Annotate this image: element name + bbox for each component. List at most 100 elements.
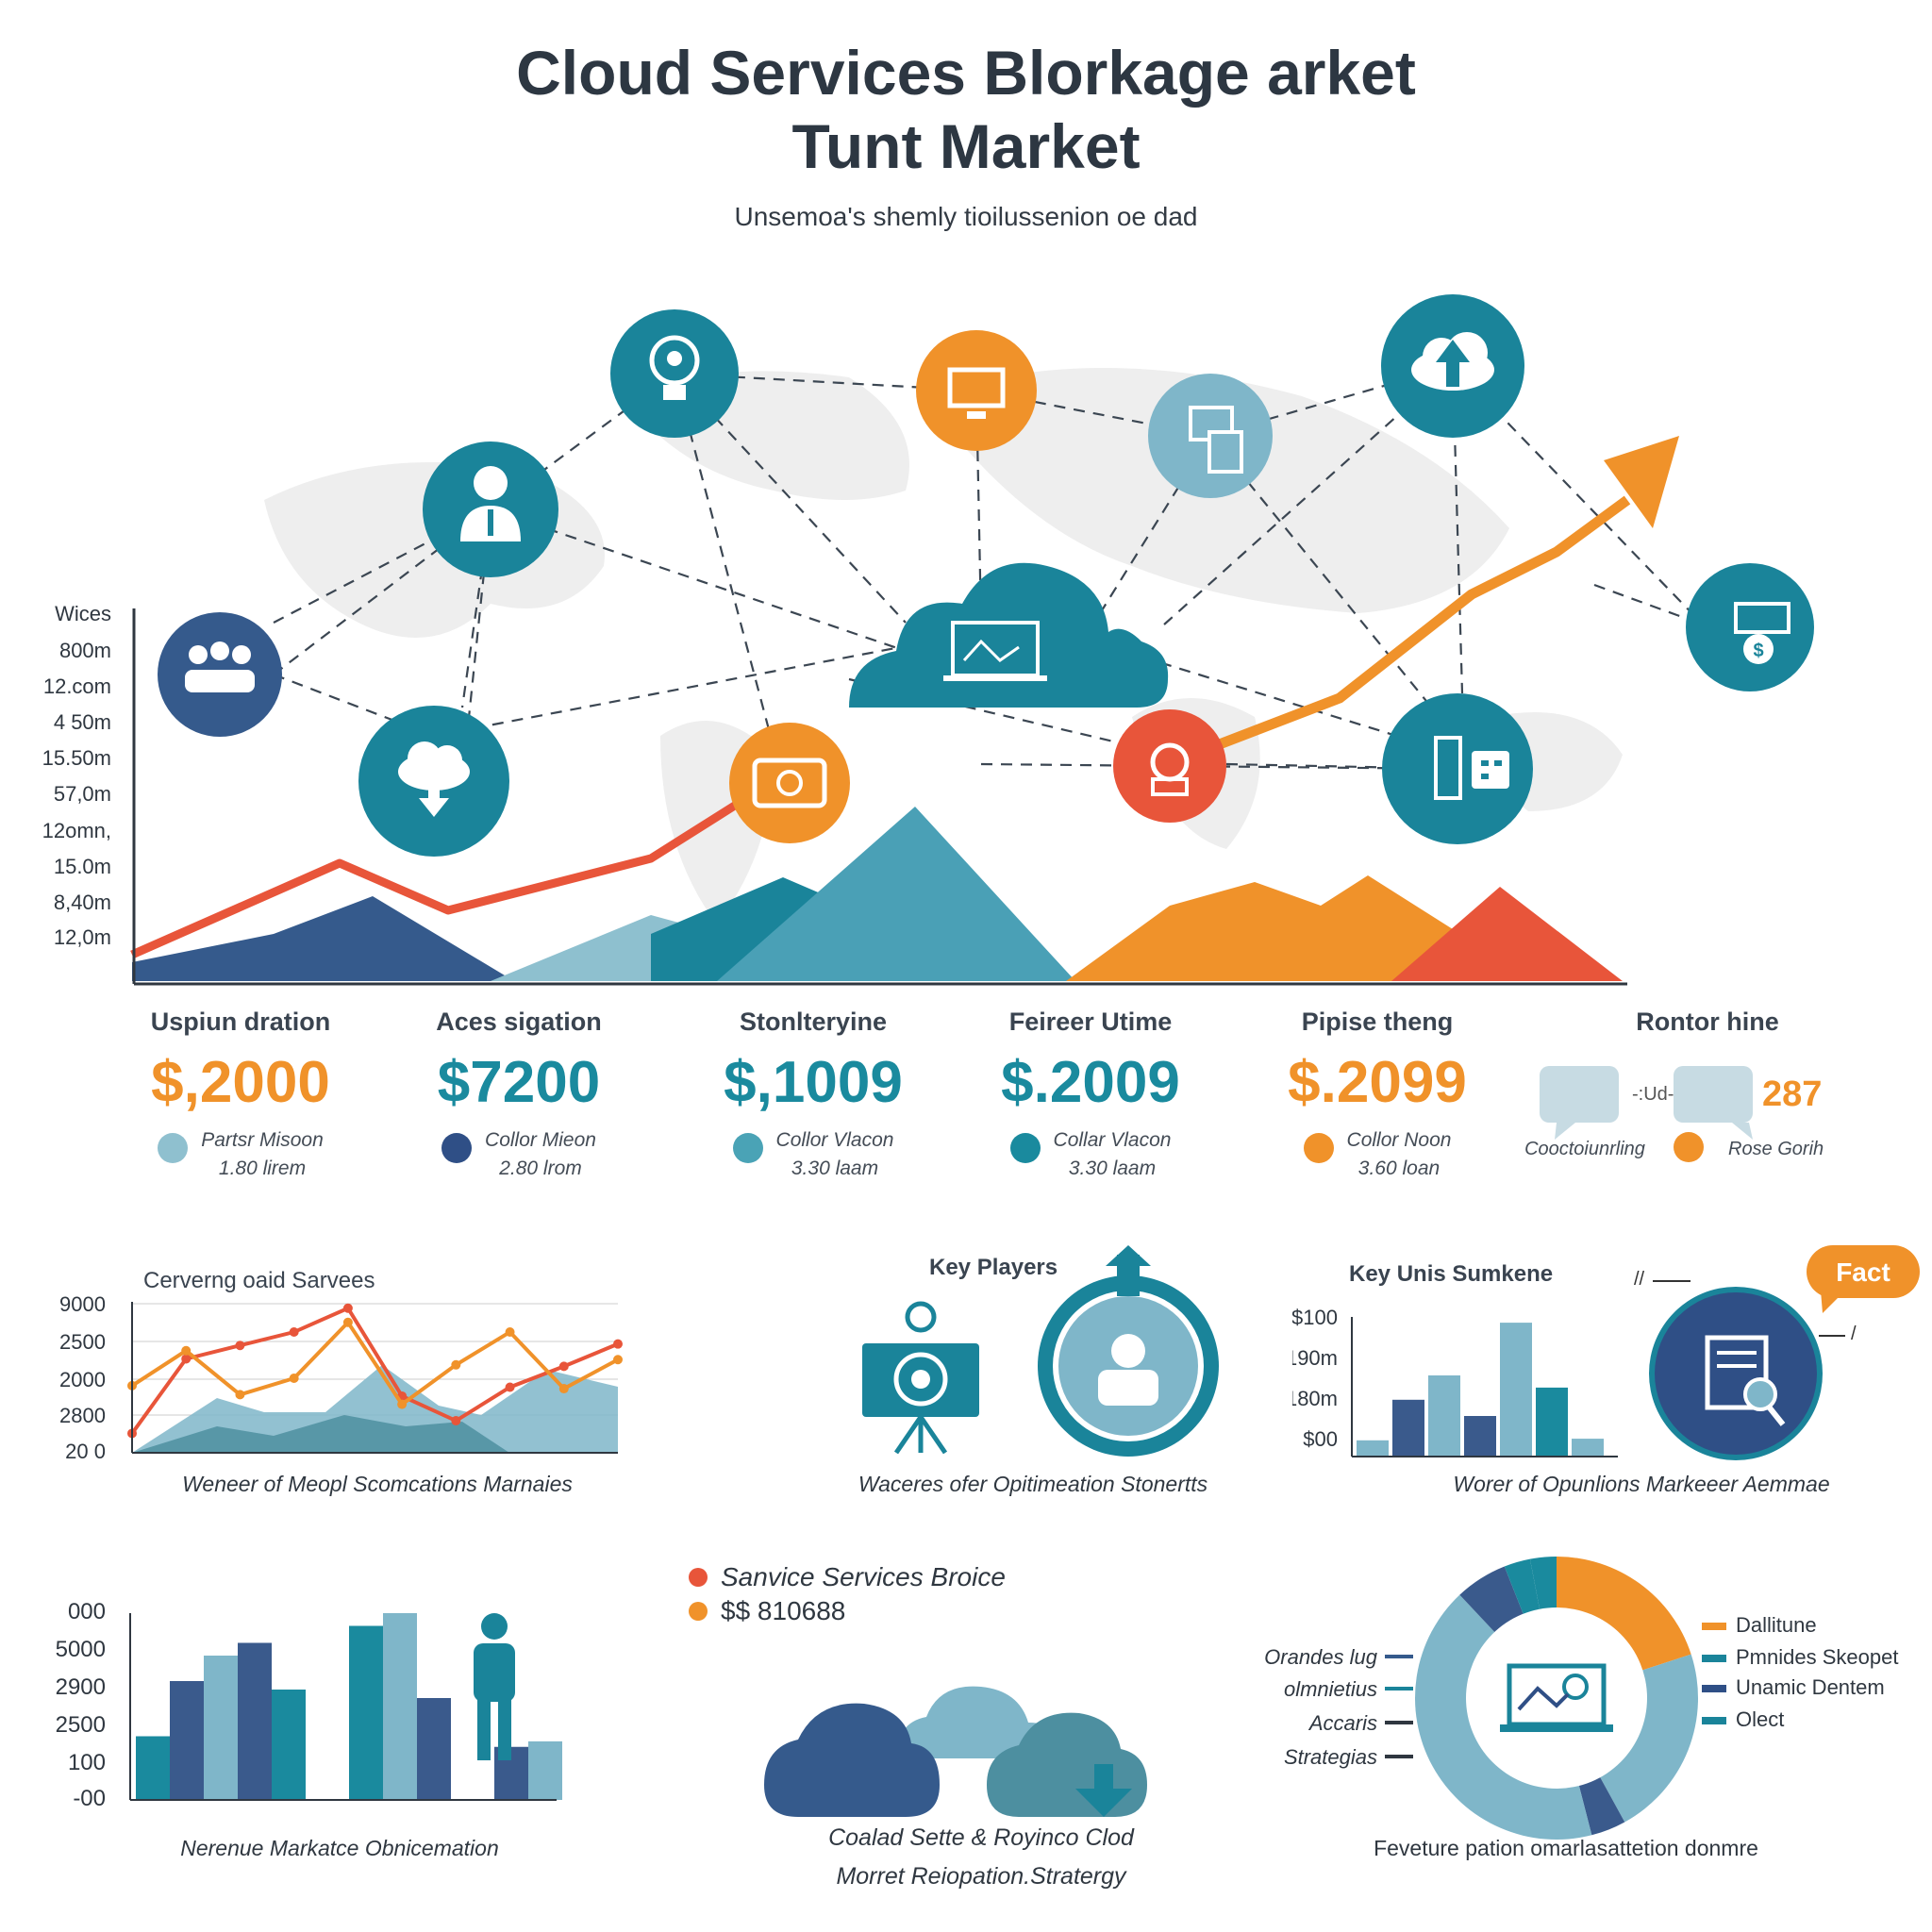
bar-chart-title: Key Unis Sumkene	[1349, 1261, 1554, 1287]
donut-left-leaders	[1385, 1655, 1413, 1758]
donut-left-label: Strategias	[1284, 1745, 1377, 1769]
line-area-back	[132, 1365, 618, 1453]
hero-y-tick: 15.50m	[42, 746, 111, 770]
hero-red-line	[130, 798, 743, 959]
rontor-block: Rontor hine	[1519, 1008, 1915, 1037]
donut-caption: Feveture pation omarlasattetion donmre	[1374, 1836, 1758, 1860]
area-dark-blue	[132, 896, 514, 981]
area-orange	[1066, 875, 1472, 981]
fact-graphic: // / Fact	[1634, 1245, 1920, 1460]
cloud-icon	[764, 1703, 940, 1817]
bar	[1428, 1375, 1460, 1457]
line-chart-caption: Weneer of Meopl Scomcations Marnaies	[182, 1472, 573, 1496]
line-y-tick: 2000	[59, 1368, 106, 1391]
cloud-download-icon	[358, 706, 509, 857]
camera-icon	[862, 1301, 979, 1455]
stat-dot	[1009, 1133, 1041, 1163]
line-point	[289, 1327, 299, 1338]
hero-orange-arrowhead	[1604, 436, 1679, 528]
stat-sub1: Collor Noon	[1346, 1129, 1452, 1151]
donut-legend-label: Unamic Dentem	[1736, 1675, 1885, 1699]
line-chart: 9000 2500 2000 2800 20 0	[59, 1292, 623, 1463]
line-point	[558, 1384, 569, 1394]
stat-dot	[732, 1133, 763, 1163]
service-caption-2: Morret Reiopation.Stratergy	[836, 1863, 1126, 1890]
line-point	[397, 1399, 408, 1409]
line-point	[505, 1382, 515, 1392]
download-arrow-icon	[1075, 1764, 1132, 1817]
line-chart-y-ticks: 9000 2500 2000 2800 20 0	[59, 1292, 106, 1463]
service-caption-1: Coalad Sette & Royinco Clod	[828, 1824, 1134, 1851]
line-y-tick: 2800	[59, 1404, 106, 1427]
svg-text:$: $	[1753, 641, 1763, 661]
cloud-laptop-icon	[849, 562, 1169, 708]
bar	[1464, 1416, 1496, 1457]
hero-y-tick: 8,40m	[54, 891, 111, 914]
hero-y-label: Wices	[55, 602, 111, 625]
bar	[1572, 1439, 1604, 1457]
stat-sub2: 3.60 loan	[1357, 1158, 1441, 1179]
line-point	[342, 1317, 353, 1327]
hero-y-tick: 15.0m	[54, 855, 111, 878]
stat-label: Stonlteryine	[739, 1008, 888, 1036]
stat-value: $.2099	[1288, 1050, 1467, 1115]
donut-left-label: olmnietius	[1284, 1677, 1377, 1701]
bar	[1357, 1440, 1389, 1457]
fact-badge-text: Fact	[1836, 1257, 1890, 1287]
donut-left-label: Accaris	[1307, 1711, 1377, 1735]
stat-sub2: 2.80 lrom	[499, 1158, 582, 1179]
area-red	[1391, 887, 1623, 981]
hero-y-tick: 800m	[59, 639, 111, 662]
bar-large-y-tick: -00	[73, 1786, 106, 1811]
server-icon	[1382, 693, 1533, 844]
hero-y-tick: 12omn,	[42, 819, 111, 842]
stat-label: Feireer Utime	[1008, 1008, 1173, 1036]
line-point	[558, 1361, 569, 1372]
line-y-tick: 9000	[59, 1292, 106, 1316]
donut-left-label: Orandes lug	[1264, 1645, 1378, 1669]
stat-card: Feireer Utime $.2009 Collar Vlacon 3.30 …	[949, 1008, 1232, 1180]
hero-y-tick: 12,0m	[54, 925, 111, 949]
speech-bubble-icon	[1540, 1066, 1619, 1140]
bar	[528, 1740, 562, 1800]
businessman-icon	[423, 441, 558, 577]
line-point	[181, 1354, 192, 1364]
page-subtitle: Unsemoa's shemly tioilussenion oe dad	[734, 202, 1198, 231]
cloud-upload-icon	[1381, 294, 1524, 438]
key-players-graphic	[862, 1245, 1219, 1457]
bar	[272, 1690, 306, 1800]
bar	[383, 1613, 417, 1800]
hero-y-ticks: Wices 800m 12.com 4 50m 15.50m 57,0m 12o…	[42, 602, 111, 949]
line-chart-title: Cerverng oaid Sarvees	[143, 1268, 375, 1293]
line-y-tick: 20 0	[65, 1440, 106, 1463]
donut-legend-label: Dallitune	[1736, 1613, 1817, 1637]
bar-y-tick: 190m	[1292, 1346, 1338, 1370]
cart-dollar-icon: $	[1686, 563, 1814, 691]
bubble-mid-text: -:Ud-	[1632, 1084, 1674, 1105]
speech-bubbles: -:Ud- 287 Cooctoiunrling Rose Gorih	[1524, 1066, 1824, 1162]
bar-chart-large: 000 5000 2900 2500 100 -00	[56, 1599, 562, 1811]
bar	[1392, 1399, 1424, 1457]
legend-dot-red	[689, 1568, 708, 1587]
bar	[136, 1736, 170, 1800]
bar-large-series	[136, 1613, 562, 1800]
bar-large-y-tick: 100	[68, 1750, 106, 1775]
fact-mark-left: //	[1634, 1269, 1645, 1290]
line-point	[235, 1341, 245, 1351]
stat-value: $7200	[437, 1050, 601, 1115]
line-point	[613, 1355, 623, 1365]
bar	[417, 1698, 451, 1800]
handshake-icon	[158, 612, 282, 737]
rontor-left-text: Cooctoiunrling	[1524, 1139, 1645, 1159]
donut-left-labels: Orandes lug olmnietius Accaris Strategia…	[1264, 1645, 1378, 1769]
service-title: Sanvice Services Broice	[721, 1562, 1006, 1591]
hero-orange-line	[1215, 495, 1631, 751]
document-icon	[1148, 374, 1273, 498]
bar-y-tick: $100	[1292, 1306, 1338, 1329]
stat-label: Uspiun dration	[150, 1008, 331, 1036]
donut-legend-label: Pmnides Skeopet	[1736, 1645, 1898, 1669]
bar	[349, 1625, 383, 1800]
line-point	[235, 1390, 245, 1400]
page-title-line1: Cloud Services Blorkage arket	[516, 38, 1416, 108]
